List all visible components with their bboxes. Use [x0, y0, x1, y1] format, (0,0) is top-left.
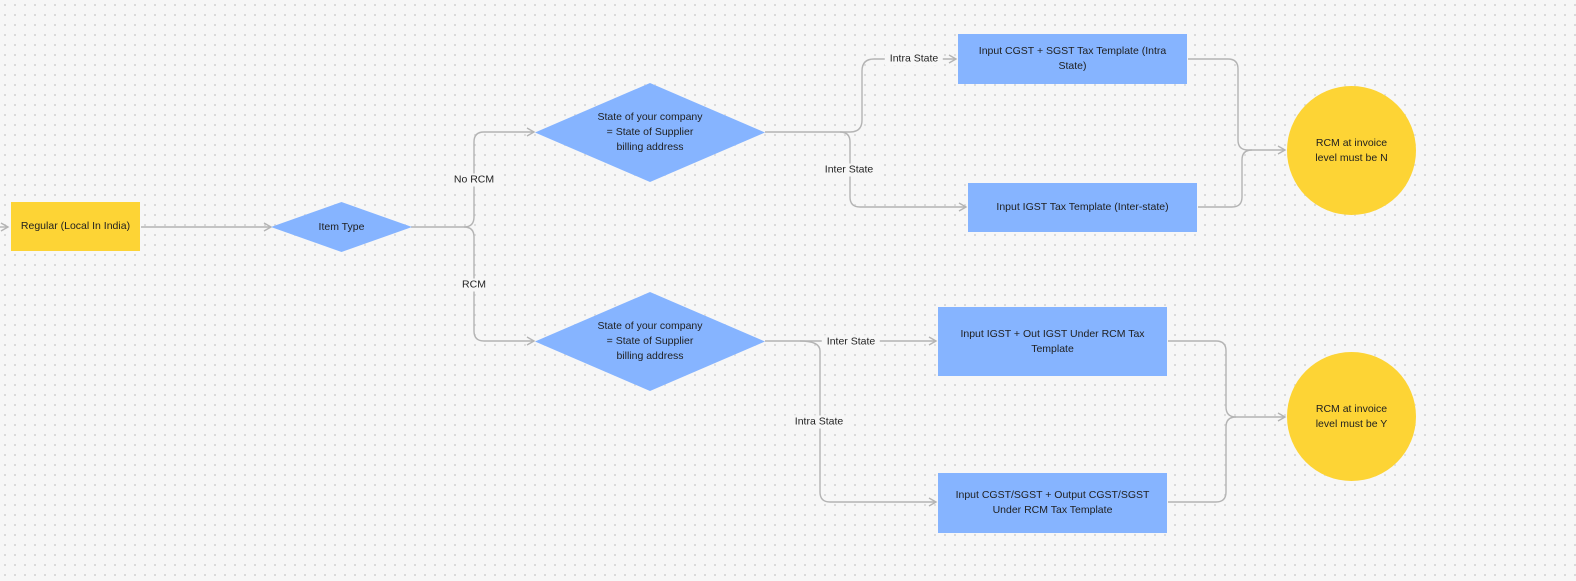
edge-label-inter-state-bottom: Inter State: [821, 335, 881, 349]
igst-rcm-template-label: Input IGST + Out IGST Under RCM Tax Temp…: [960, 327, 1145, 355]
connector-cgst-rcm-to-rcm-y: [1168, 416, 1237, 503]
cgst-sgst-template-label: Input CGST + SGST Tax Template (Intra St…: [978, 45, 1167, 72]
start-node[interactable]: Regular (Local In India): [11, 202, 140, 251]
cgst-sgst-rcm-template-label: Input CGST/SGST + Output CGST/SGST Under…: [955, 489, 1150, 516]
rcm-n-result-node[interactable]: RCM at invoice level must be N: [1287, 86, 1416, 215]
igst-template-node[interactable]: Input IGST Tax Template (Inter-state): [968, 183, 1197, 232]
item-type-label: Item Type: [318, 220, 365, 233]
connector-igst-rcm-to-rcm-y: [1168, 340, 1287, 422]
connector-intra-state-bottom: [799, 340, 938, 507]
connector-cgst-to-rcm-n: [1188, 58, 1287, 155]
rcm-y-result-node[interactable]: RCM at invoice level must be Y: [1287, 352, 1416, 481]
connector-igst-to-rcm-n: [1198, 149, 1253, 208]
connector-inter-state-top: [839, 131, 968, 212]
rcm-y-result-label: RCM at invoice level must be Y: [1315, 402, 1388, 430]
connector-intra-state-top: [765, 54, 958, 133]
igst-template-label: Input IGST Tax Template (Inter-state): [996, 201, 1169, 213]
cgst-sgst-template-node[interactable]: Input CGST + SGST Tax Template (Intra St…: [958, 34, 1187, 84]
edge-label-rcm: RCM: [457, 278, 491, 292]
rcm-n-result-label: RCM at invoice level must be N: [1315, 136, 1388, 164]
igst-rcm-template-node[interactable]: Input IGST + Out IGST Under RCM Tax Temp…: [938, 307, 1167, 376]
item-type-decision[interactable]: Item Type: [271, 202, 412, 252]
state-decision-rcm[interactable]: State of your company = State of Supplie…: [535, 292, 765, 391]
state-decision-no-rcm[interactable]: State of your company = State of Supplie…: [535, 83, 765, 182]
state-decision-rcm-label: State of your company = State of Supplie…: [597, 320, 703, 362]
cgst-sgst-rcm-template-node[interactable]: Input CGST/SGST + Output CGST/SGST Under…: [938, 473, 1167, 533]
connector-rcm: [463, 226, 536, 346]
edge-label-intra-state-bottom: Intra State: [789, 415, 849, 429]
edge-label-intra-state-top: Intra State: [884, 52, 944, 66]
edge-label-inter-state-top: Inter State: [819, 163, 879, 177]
edge-label-no-rcm: No RCM: [448, 173, 500, 187]
state-decision-no-rcm-label: State of your company = State of Supplie…: [597, 111, 703, 153]
start-node-label: Regular (Local In India): [20, 220, 131, 232]
